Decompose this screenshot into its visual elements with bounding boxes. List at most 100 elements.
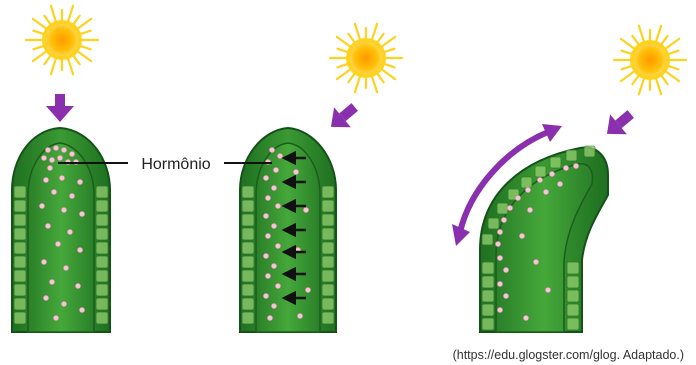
- hormone-particle: [43, 295, 48, 300]
- hormone-particle: [293, 169, 298, 174]
- cell: [14, 256, 26, 268]
- sun-icon: [330, 24, 402, 92]
- cell: [14, 228, 26, 240]
- light-direction-arrow-icon: [599, 104, 639, 144]
- cell: [96, 256, 108, 268]
- hormone-particle: [79, 211, 84, 216]
- cell: [550, 157, 561, 168]
- hormone-particle: [69, 151, 74, 156]
- hormone-particle: [275, 283, 280, 288]
- cell: [96, 312, 108, 324]
- hormone-particle: [271, 263, 276, 268]
- sun-core: [350, 42, 382, 74]
- cell: [14, 214, 26, 226]
- cell: [482, 304, 494, 316]
- cell: [584, 146, 595, 157]
- source-credit: (https://edu.glogster.com/glog. Adaptado…: [453, 348, 684, 362]
- cell: [322, 284, 334, 296]
- hormone-particle: [61, 301, 66, 306]
- cell: [482, 262, 494, 274]
- hormone-particle: [275, 203, 280, 208]
- hormone-label: Hormônio: [141, 156, 210, 173]
- hormone-particle: [503, 293, 508, 298]
- cell: [322, 228, 334, 240]
- light-direction-arrow-icon: [46, 94, 74, 122]
- hormone-particle: [45, 223, 50, 228]
- coleoptile-lateral-light: [240, 128, 336, 332]
- cell: [566, 150, 577, 161]
- sun-core: [634, 44, 666, 76]
- hormone-particle: [61, 147, 66, 152]
- cell: [96, 214, 108, 226]
- cell: [242, 256, 254, 268]
- hormone-particle: [41, 259, 46, 264]
- hormone-particle: [573, 163, 578, 168]
- hormone-particle: [305, 287, 310, 292]
- hormone-particle: [497, 255, 502, 260]
- cell: [242, 312, 254, 324]
- hormone-particle: [263, 253, 268, 258]
- hormone-particle: [545, 287, 550, 292]
- hormone-particle: [53, 145, 58, 150]
- hormone-particle: [533, 259, 538, 264]
- cell: [242, 228, 254, 240]
- hormone-particle: [47, 165, 52, 170]
- cell: [96, 228, 108, 240]
- cell: [14, 312, 26, 324]
- cell: [322, 270, 334, 282]
- hormone-particle: [67, 229, 72, 234]
- hormone-particle: [277, 153, 282, 158]
- hormone-particle: [501, 217, 506, 222]
- cell: [96, 270, 108, 282]
- hormone-particle: [265, 195, 270, 200]
- hormone-particle: [507, 205, 512, 210]
- hormone-particle: [45, 147, 50, 152]
- hormone-particle: [543, 189, 548, 194]
- hormone-particle: [515, 195, 520, 200]
- hormone-particle: [265, 273, 270, 278]
- cell: [242, 298, 254, 310]
- cell: [14, 242, 26, 254]
- cell: [14, 270, 26, 282]
- cell: [322, 298, 334, 310]
- hormone-particle: [497, 281, 502, 286]
- sun-icon: [614, 26, 686, 94]
- hormone-particle: [267, 315, 272, 320]
- cell: [567, 276, 579, 288]
- hormone-particle: [269, 147, 274, 152]
- cell: [482, 290, 494, 302]
- hormone-particle: [519, 233, 524, 238]
- hormone-particle: [497, 229, 502, 234]
- hormone-particle: [61, 207, 66, 212]
- hormone-particle: [39, 203, 44, 208]
- hormone-particle: [51, 189, 56, 194]
- cell: [322, 256, 334, 268]
- hormone-particle: [55, 241, 60, 246]
- hormone-particle: [303, 207, 308, 212]
- cell: [322, 186, 334, 198]
- hormone-particle: [57, 155, 62, 160]
- hormone-particle: [495, 241, 500, 246]
- hormone-particle: [77, 247, 82, 252]
- hormone-particle: [75, 283, 80, 288]
- coleoptile-bent: [480, 146, 608, 332]
- hormone-particle: [537, 177, 542, 182]
- cell: [482, 276, 494, 288]
- cell: [14, 186, 26, 198]
- cell: [322, 312, 334, 324]
- hormone-particle: [525, 187, 530, 192]
- cell: [96, 200, 108, 212]
- coleoptile-straight: [12, 128, 110, 332]
- hormone-particle: [263, 175, 268, 180]
- cell: [96, 242, 108, 254]
- hormone-particle: [527, 207, 532, 212]
- cell: [14, 200, 26, 212]
- cell: [14, 298, 26, 310]
- hormone-particle: [265, 233, 270, 238]
- hormone-particle: [53, 315, 58, 320]
- cell: [322, 242, 334, 254]
- cell: [567, 304, 579, 316]
- hormone-particle: [43, 177, 48, 182]
- hormone-particle: [271, 303, 276, 308]
